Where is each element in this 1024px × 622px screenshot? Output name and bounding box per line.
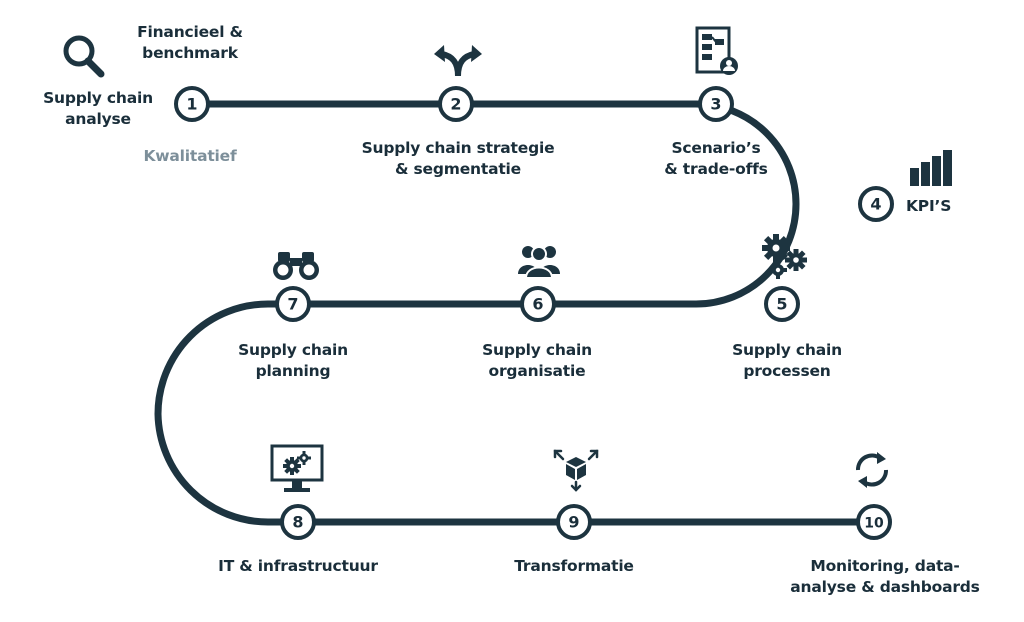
binoculars-icon bbox=[273, 252, 319, 280]
step-node-10: 10 bbox=[856, 504, 892, 540]
step-node-circle bbox=[764, 286, 800, 322]
step-3-label: Scenario’s & trade-offs bbox=[664, 139, 768, 178]
qualitative-label: Kwalitatief bbox=[143, 147, 237, 165]
bar-chart-icon bbox=[910, 150, 952, 186]
flowchart-document-icon bbox=[695, 26, 738, 75]
step-node-8: 8 bbox=[280, 504, 316, 540]
step-node-circle bbox=[520, 286, 556, 322]
step-4-label: KPI’S bbox=[906, 197, 952, 215]
step-number: 1 bbox=[186, 95, 197, 114]
step-1-label: Supply chain analyse bbox=[43, 89, 153, 128]
step-6-label: Supply chain organisatie bbox=[482, 341, 592, 380]
step-number: 9 bbox=[568, 513, 579, 532]
step-number: 8 bbox=[292, 513, 303, 532]
step-node-circle bbox=[275, 286, 311, 322]
transform-cube-icon bbox=[553, 449, 599, 492]
people-group-icon bbox=[518, 246, 560, 278]
step-node-3: 3 bbox=[698, 86, 734, 122]
step-number: 3 bbox=[710, 95, 721, 114]
step-node-6: 6 bbox=[520, 286, 556, 322]
step-node-1: 1 bbox=[174, 86, 210, 122]
step-5-label: Supply chain processen bbox=[732, 341, 842, 380]
step-number: 4 bbox=[870, 195, 881, 214]
step-10-label: Monitoring, data- analyse & dashboards bbox=[790, 557, 980, 596]
roadmap-line bbox=[154, 100, 878, 526]
step-node-circle bbox=[556, 504, 592, 540]
refresh-cycle-icon bbox=[856, 452, 888, 488]
step-node-circle bbox=[856, 504, 892, 540]
step-node-circle bbox=[174, 86, 210, 122]
step-node-2: 2 bbox=[438, 86, 474, 122]
step-number: 10 bbox=[864, 516, 884, 532]
fork-arrows-icon bbox=[434, 45, 482, 77]
step-number: 2 bbox=[450, 95, 461, 114]
step-7-label: Supply chain planning bbox=[238, 341, 348, 380]
step-node-7: 7 bbox=[275, 286, 311, 322]
step-nodes: 1 2 3 4 5 6 7 8 9 10 bbox=[174, 86, 894, 540]
step-node-5: 5 bbox=[764, 286, 800, 322]
step-node-9: 9 bbox=[556, 504, 592, 540]
step-2-label: Supply chain strategie & segmentatie bbox=[361, 139, 555, 178]
magnifier-icon bbox=[63, 35, 105, 78]
financial-benchmark-label: Financieel & benchmark bbox=[137, 23, 243, 62]
step-node-circle bbox=[280, 504, 316, 540]
step-node-4: 4 bbox=[858, 186, 894, 222]
step-node-circle bbox=[698, 86, 734, 122]
monitor-gears-icon bbox=[270, 444, 324, 492]
step-number: 6 bbox=[532, 295, 543, 314]
gears-icon bbox=[762, 234, 807, 279]
step-node-circle bbox=[858, 186, 894, 222]
step-9-label: Transformatie bbox=[514, 557, 634, 575]
step-number: 5 bbox=[776, 295, 787, 314]
step-node-circle bbox=[438, 86, 474, 122]
step-8-label: IT & infrastructuur bbox=[218, 557, 378, 575]
step-number: 7 bbox=[287, 295, 298, 314]
